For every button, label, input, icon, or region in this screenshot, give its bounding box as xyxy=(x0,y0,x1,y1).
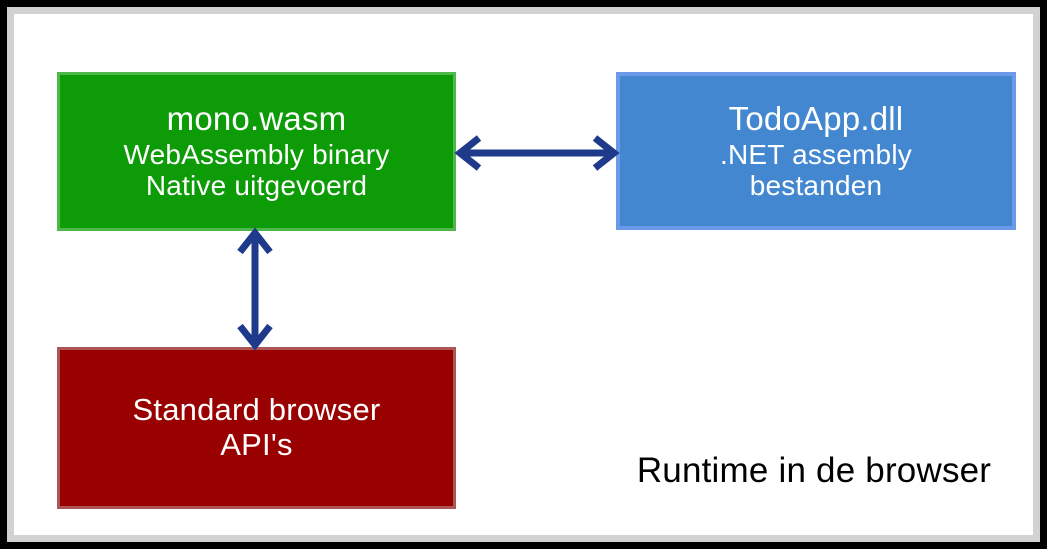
node-mono-wasm[interactable]: mono.wasm WebAssembly binary Native uitg… xyxy=(57,72,456,231)
double-arrow-horizontal-icon xyxy=(454,135,620,171)
node-browser-api[interactable]: Standard browser API's xyxy=(57,347,456,509)
node-todoapp-dll-line3: bestanden xyxy=(749,169,883,201)
node-mono-wasm-title: mono.wasm xyxy=(166,100,347,138)
node-mono-wasm-line3: Native uitgevoerd xyxy=(145,170,368,202)
double-arrow-vertical-icon xyxy=(237,227,273,351)
node-todoapp-dll[interactable]: TodoApp.dll .NET assembly bestanden xyxy=(616,72,1016,230)
diagram-caption: Runtime in de browser xyxy=(636,451,992,490)
node-browser-api-line1: Standard browser xyxy=(132,392,381,428)
node-todoapp-dll-line2: .NET assembly xyxy=(720,138,912,170)
diagram-canvas: mono.wasm WebAssembly binary Native uitg… xyxy=(14,14,1033,535)
node-browser-api-line2: API's xyxy=(220,427,293,462)
node-mono-wasm-line2: WebAssembly binary xyxy=(123,139,390,171)
node-todoapp-dll-title: TodoApp.dll xyxy=(728,99,904,137)
